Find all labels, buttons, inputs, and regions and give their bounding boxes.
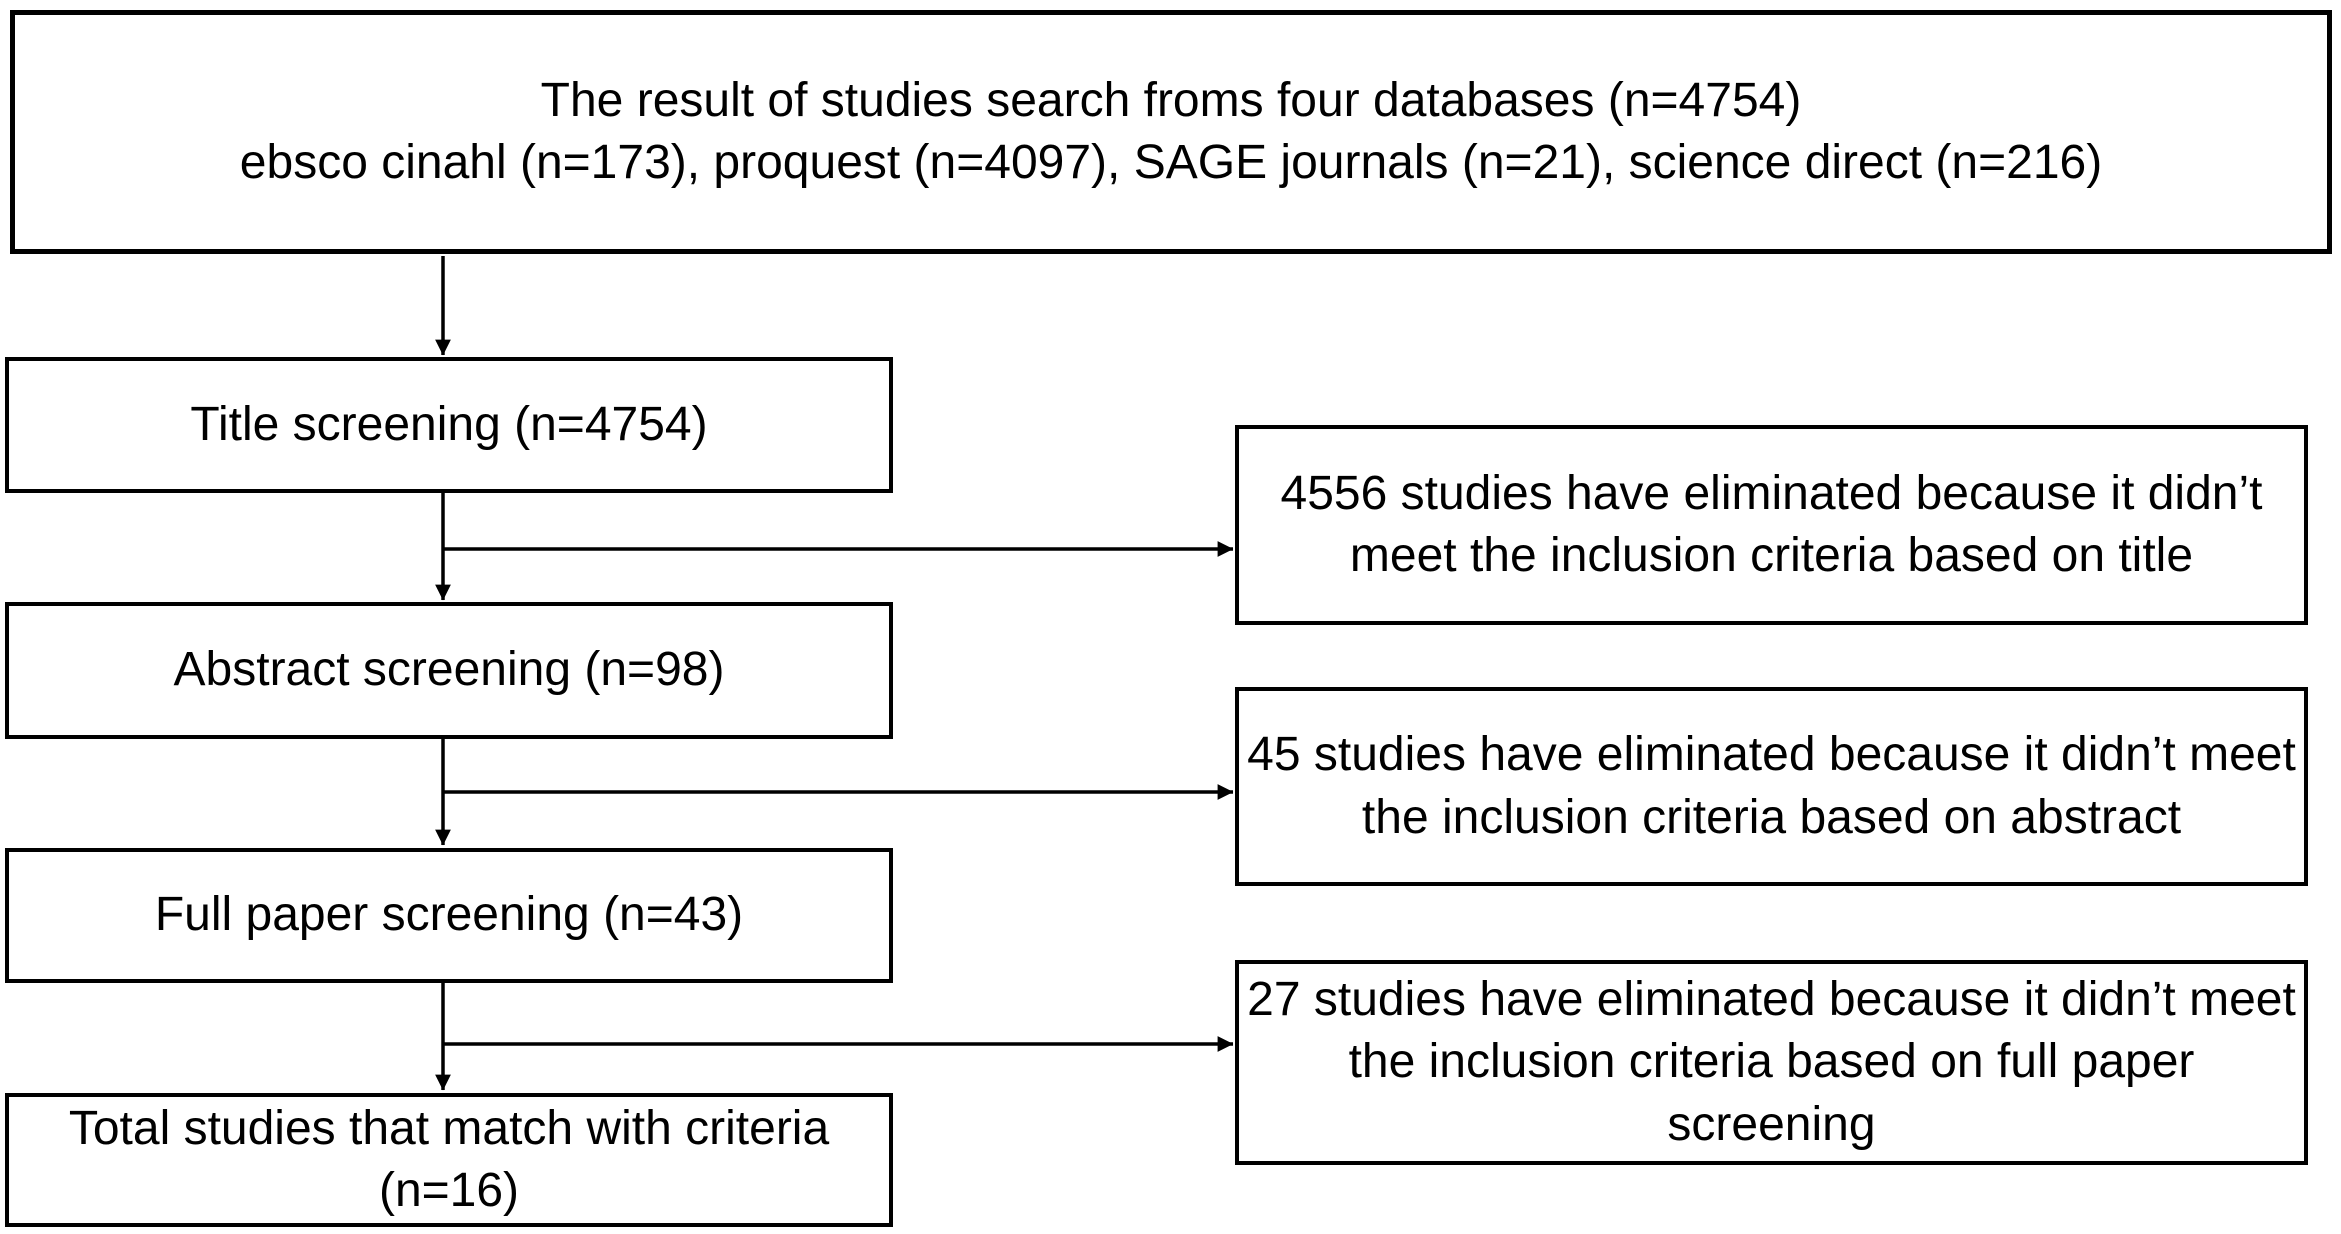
box-excluded-by-full-paper: 27 studies have eliminated because it di… (1235, 960, 2308, 1165)
box-full-paper-screening: Full paper screening (n=43) (5, 848, 893, 983)
box-total-included: Total studies that match with criteria (… (5, 1093, 893, 1227)
box-search-results: The result of studies search froms four … (10, 10, 2332, 254)
box-abstract-screening: Abstract screening (n=98) (5, 602, 893, 739)
box-excluded-by-title: 4556 studies have eliminated because it … (1235, 425, 2308, 625)
box-excluded-by-abstract: 45 studies have eliminated because it di… (1235, 687, 2308, 886)
box-title-screening: Title screening (n=4754) (5, 357, 893, 493)
